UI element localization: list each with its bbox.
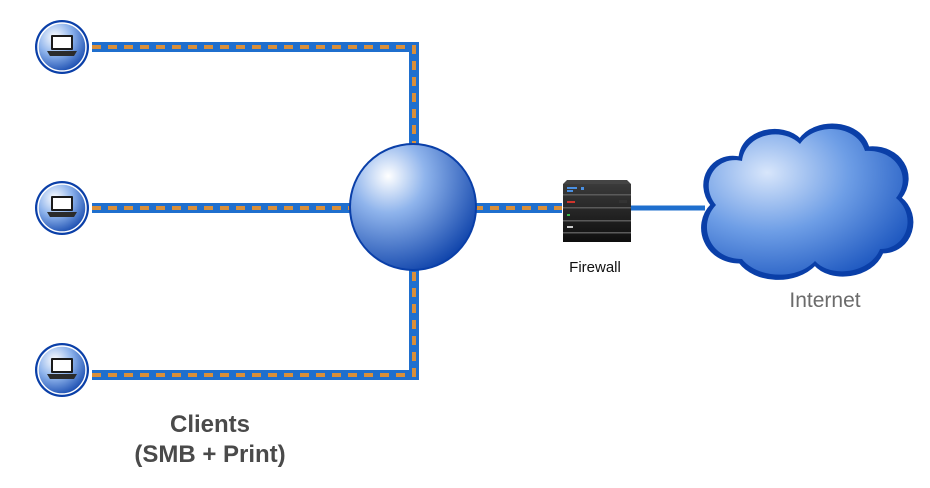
client-node-1 bbox=[35, 20, 89, 74]
client-node-3 bbox=[35, 343, 89, 397]
laptop-icon bbox=[47, 196, 77, 217]
hub-node bbox=[349, 143, 477, 271]
clients-label-line1: Clients bbox=[169, 411, 250, 438]
firewall-label: Firewall bbox=[569, 259, 621, 276]
clients-label: Clients (SMB + Print) bbox=[110, 410, 310, 470]
internet-label: Internet bbox=[789, 289, 861, 312]
laptop-icon bbox=[47, 35, 77, 56]
link-client-3-to-hub bbox=[92, 262, 419, 380]
link-client-1-to-hub bbox=[92, 42, 419, 180]
server-rack-icon bbox=[563, 180, 631, 242]
clients-label-line2: (SMB + Print) bbox=[134, 441, 286, 468]
cloud-icon bbox=[701, 123, 914, 280]
laptop-icon bbox=[47, 358, 77, 379]
client-node-2 bbox=[35, 181, 89, 235]
